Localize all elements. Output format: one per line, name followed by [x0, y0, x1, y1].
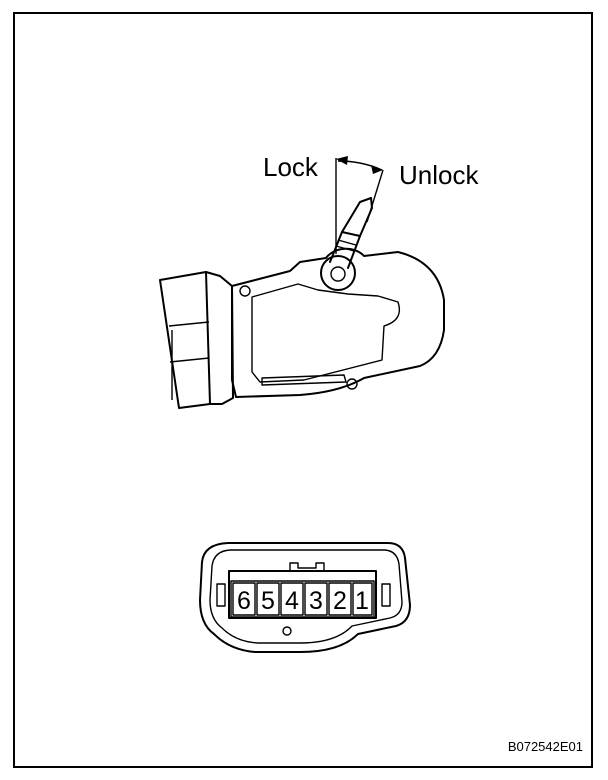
- pin-number: 2: [333, 587, 347, 615]
- connector-inner-shell: [209, 549, 403, 644]
- pin-cell: [232, 582, 256, 616]
- pivot-boss: [320, 255, 356, 291]
- actuator-assembly: [159, 197, 445, 409]
- connector-top-key: [289, 562, 325, 571]
- pin-cell: [280, 582, 304, 616]
- pin-number: 1: [355, 587, 369, 615]
- pin-cell: [304, 582, 328, 616]
- diagram-frame: [13, 12, 593, 768]
- connector-locating-hole: [282, 626, 292, 636]
- pivot-hole: [330, 266, 346, 282]
- mounting-hole-bottom: [346, 378, 358, 390]
- pin-number: 6: [237, 587, 251, 615]
- figure-code: B072542E01: [508, 739, 583, 754]
- mounting-hole-left: [239, 285, 251, 297]
- connector-left-latch: [216, 583, 226, 607]
- actuator-connector-plug: [159, 271, 234, 409]
- lock-label: Lock: [263, 152, 319, 182]
- pin-number: 3: [309, 587, 323, 615]
- pin-number: 5: [261, 587, 275, 615]
- pin-cell: [352, 582, 373, 616]
- pin-cell: [256, 582, 280, 616]
- pin-cavity-frame: [228, 570, 377, 619]
- unlock-label: Unlock: [399, 160, 479, 190]
- pin-cell: [328, 582, 352, 616]
- connector-pins: 6 5 4 3 2 1: [232, 582, 373, 616]
- connector-outer-shell: [199, 542, 411, 653]
- connector-face: 6 5 4 3 2 1: [199, 542, 411, 653]
- connector-right-latch: [381, 583, 391, 607]
- lock-unlock-indicator: [335, 156, 384, 254]
- housing-inner-panel: [251, 283, 401, 383]
- pin-number: 4: [285, 587, 299, 615]
